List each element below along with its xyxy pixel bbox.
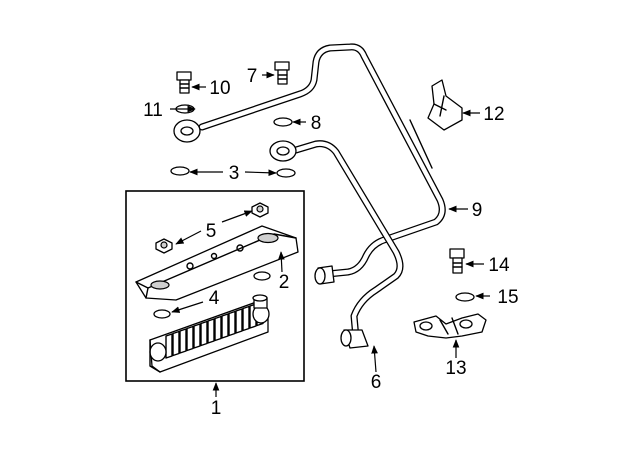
callout-8: 8 — [311, 113, 322, 134]
cooler-fin — [228, 310, 236, 337]
callout-10: 10 — [209, 78, 230, 99]
callout-12: 12 — [483, 104, 504, 125]
cooler-fin — [221, 313, 229, 339]
callout-6: 6 — [371, 372, 382, 393]
callout-15: 15 — [497, 287, 518, 308]
cooler-fin — [179, 328, 187, 354]
cooler-fin — [242, 305, 250, 332]
callout-2: 2 — [279, 272, 290, 293]
connector-13 — [413, 313, 487, 339]
callout-3: 3 — [229, 163, 240, 184]
callout-13: 13 — [445, 358, 466, 379]
cooler-fin — [207, 318, 215, 344]
oil-line-9 — [173, 43, 446, 285]
cooler-fin — [214, 315, 222, 342]
clip-12 — [427, 79, 463, 131]
washer-8 — [273, 117, 293, 127]
cooler-fin — [235, 308, 243, 334]
washer-15 — [455, 292, 475, 302]
callout-1: 1 — [211, 398, 222, 419]
nut-5b — [251, 202, 269, 218]
oil-line-6 — [269, 140, 404, 349]
cooler-fin — [186, 325, 194, 352]
callout-4: 4 — [209, 288, 220, 309]
leader-lines — [170, 71, 490, 397]
callout-7: 7 — [247, 66, 258, 87]
cooler-core — [149, 294, 270, 373]
banjo-bolt-10 — [176, 71, 192, 94]
washer-3a — [170, 166, 190, 176]
cooler-assembly-frame — [125, 190, 305, 382]
banjo-bolt-14 — [449, 248, 465, 274]
cooler-fin — [200, 320, 208, 347]
cooler-cover-plate — [135, 225, 299, 301]
callout-11: 11 — [143, 100, 163, 121]
callout-14: 14 — [488, 255, 510, 276]
cooler-fin — [172, 330, 180, 357]
seal-ring-4 — [153, 309, 171, 319]
cooler-fin — [193, 323, 201, 349]
callout-labels: 1 2 3 4 5 6 7 8 9 10 11 12 13 14 15 — [143, 66, 518, 419]
banjo-bolt-7 — [274, 61, 290, 85]
nut-5a — [155, 238, 173, 254]
seal-ring-2 — [253, 271, 271, 281]
callout-9: 9 — [472, 200, 483, 221]
washer-3b — [276, 168, 296, 178]
callout-5: 5 — [206, 221, 217, 242]
